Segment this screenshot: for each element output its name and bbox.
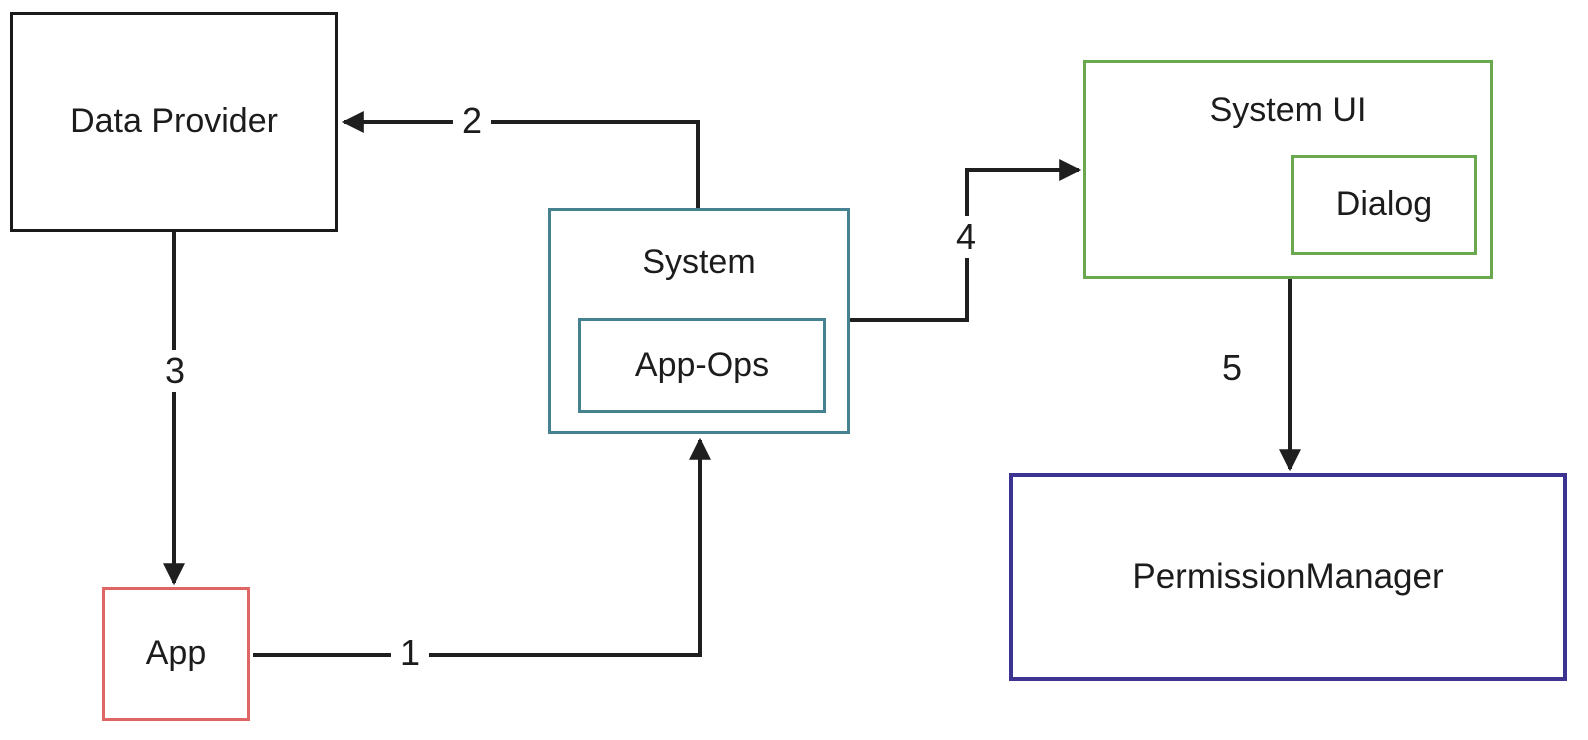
- node-system-ui-label: System UI: [1209, 91, 1367, 129]
- node-permission-manager-label: PermissionManager: [1132, 556, 1444, 596]
- node-data-provider: Data Provider: [10, 12, 338, 232]
- node-data-provider-label: Data Provider: [70, 102, 278, 141]
- node-permission-manager: PermissionManager: [1009, 473, 1567, 681]
- edge-label-5: 5: [1212, 347, 1252, 389]
- node-dialog-label: Dialog: [1335, 185, 1433, 224]
- node-dialog: Dialog: [1291, 155, 1477, 255]
- node-system-label: System: [642, 243, 756, 281]
- node-app-label: App: [145, 634, 207, 673]
- node-app-ops: App-Ops: [578, 318, 826, 413]
- edge-label-4: 4: [946, 216, 986, 258]
- node-app: App: [102, 587, 250, 721]
- node-app-ops-label: App-Ops: [634, 345, 770, 384]
- node-system: System App-Ops: [548, 208, 850, 434]
- edge-1-app-to-system: [253, 437, 711, 657]
- node-system-ui: System UI Dialog: [1083, 60, 1493, 279]
- edge-2-system-to-data-provider: [341, 111, 700, 208]
- edge-label-3: 3: [155, 350, 195, 392]
- edge-label-2: 2: [452, 100, 492, 142]
- edge-label-1: 1: [390, 632, 430, 674]
